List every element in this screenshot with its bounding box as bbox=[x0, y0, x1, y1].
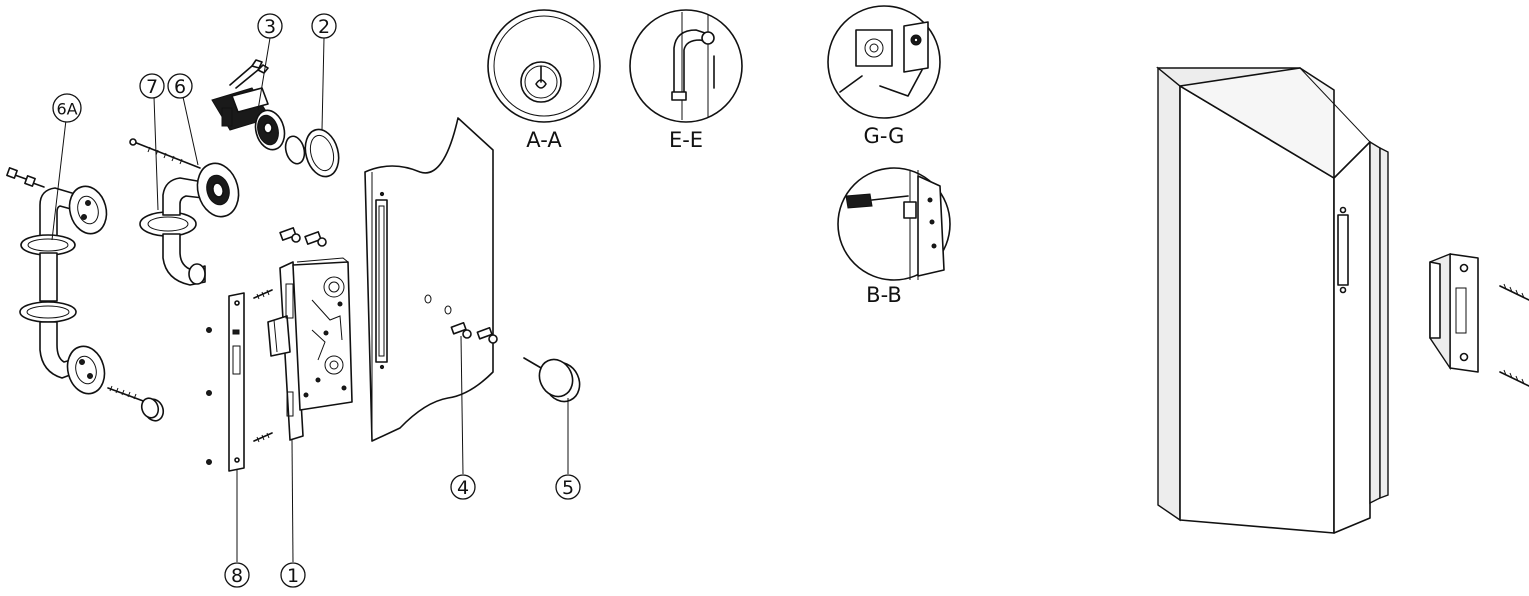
door-edge bbox=[364, 117, 498, 442]
svg-text:8: 8 bbox=[231, 565, 243, 587]
part-6a-lever-handle bbox=[6, 167, 165, 422]
section-view-b-b: B-B bbox=[837, 167, 951, 307]
callout-4: 4 bbox=[450, 474, 476, 500]
callout-6: 6 bbox=[167, 73, 193, 99]
callout-1: 1 bbox=[280, 562, 306, 588]
callout-7: 7 bbox=[139, 73, 165, 99]
part-1-mortise-lock-body bbox=[267, 227, 353, 441]
svg-text:2: 2 bbox=[318, 16, 330, 38]
callout-2: 2 bbox=[311, 13, 337, 39]
callout-6a: 6A bbox=[52, 93, 82, 123]
section-view-a-a: A-A bbox=[487, 9, 601, 152]
svg-text:4: 4 bbox=[457, 477, 469, 499]
callout-5: 5 bbox=[555, 474, 581, 500]
svg-text:A-A: A-A bbox=[526, 128, 562, 152]
svg-text:6: 6 bbox=[174, 76, 186, 98]
spindle-pins bbox=[279, 227, 327, 247]
callout-8: 8 bbox=[224, 562, 250, 588]
leader-lines bbox=[51, 37, 569, 563]
section-view-g-g: G-G bbox=[827, 5, 941, 148]
part-8-faceplate bbox=[206, 289, 273, 472]
part-5-thumbturn bbox=[523, 357, 581, 403]
callout-3: 3 bbox=[257, 13, 283, 39]
section-view-e-e: E-E bbox=[629, 9, 743, 152]
svg-text:7: 7 bbox=[146, 76, 158, 98]
svg-text:5: 5 bbox=[562, 477, 574, 499]
part-6-7-handle-assembly bbox=[129, 138, 240, 286]
strike-plate bbox=[1429, 252, 1529, 387]
svg-text:B-B: B-B bbox=[866, 283, 902, 307]
svg-text:6A: 6A bbox=[56, 100, 77, 119]
svg-text:E-E: E-E bbox=[669, 128, 703, 152]
rose-screws bbox=[6, 167, 45, 188]
svg-text:3: 3 bbox=[264, 16, 276, 38]
svg-text:1: 1 bbox=[287, 565, 299, 587]
svg-text:G-G: G-G bbox=[864, 124, 905, 148]
door-frame-jamb bbox=[1156, 66, 1389, 534]
part-3-key-cylinder bbox=[211, 59, 286, 151]
part-2-collar bbox=[284, 128, 340, 178]
